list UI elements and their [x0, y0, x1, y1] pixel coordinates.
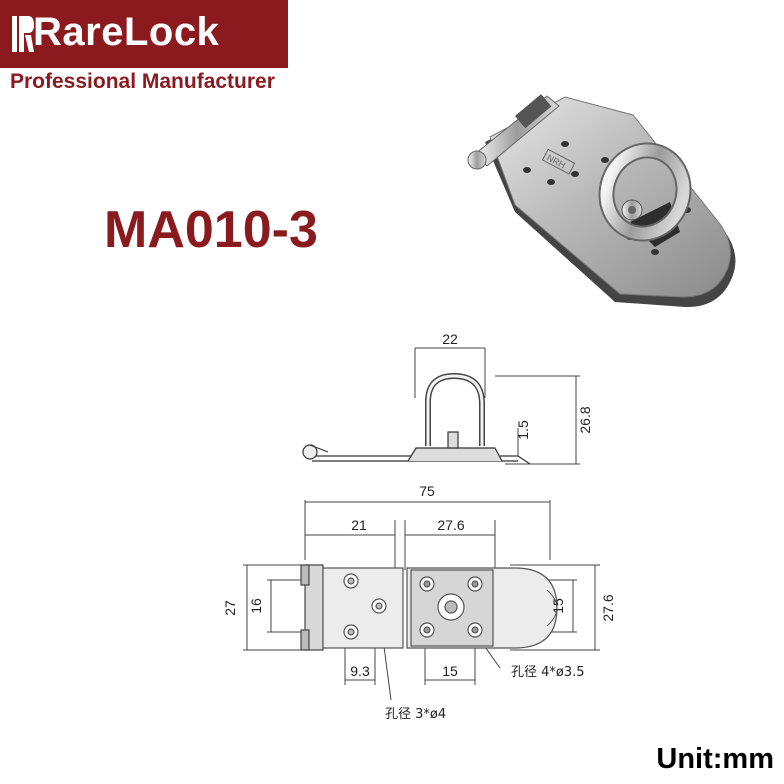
dim-side-height: 26.8 [577, 406, 593, 433]
side-base [407, 447, 503, 462]
top-hinge [300, 564, 324, 651]
brand-banner: RareLock [0, 0, 288, 68]
right-holes [419, 576, 483, 638]
dim-slot-width: 15 [550, 598, 566, 614]
top-slot [546, 589, 558, 627]
dim-side-width: 22 [442, 331, 458, 347]
brand-logo-icon [12, 16, 34, 52]
top-left-plate [322, 567, 404, 649]
staple-ring-icon [598, 142, 692, 242]
dim-right-height: 27.6 [600, 594, 616, 621]
brand-tagline: Professional Manufacturer [10, 70, 275, 93]
left-holes [343, 573, 387, 640]
dim-right-hole-spacing: 15 [442, 663, 458, 679]
dim-total-length: 75 [419, 483, 435, 499]
dim-hole-offset: 9.3 [350, 663, 370, 679]
dim-plate-section: 27.6 [437, 517, 464, 533]
unit-label: Unit:mm [656, 743, 774, 775]
hole-note-3x: 孔径 3*ø4 [385, 707, 446, 722]
hinge-pin-icon [467, 94, 560, 170]
side-view-drawing: 22 26.8 1.5 [302, 331, 593, 465]
model-number: MA010-3 [104, 201, 318, 259]
top-view-drawing: 75 21 27.6 27 16 9.3 15 15 27.6 孔径 4*ø3.… [222, 483, 616, 722]
side-pin [447, 431, 459, 449]
product-photo: NRH [467, 94, 736, 308]
dim-side-thickness: 1.5 [515, 420, 531, 440]
dim-left-hole-spacing: 16 [248, 598, 264, 614]
brand-name: RareLock [33, 10, 220, 54]
dim-left-height: 27 [222, 600, 238, 616]
hole-note-4x: 孔径 4*ø3.5 [511, 665, 585, 680]
dim-hinge-section: 21 [351, 517, 367, 533]
